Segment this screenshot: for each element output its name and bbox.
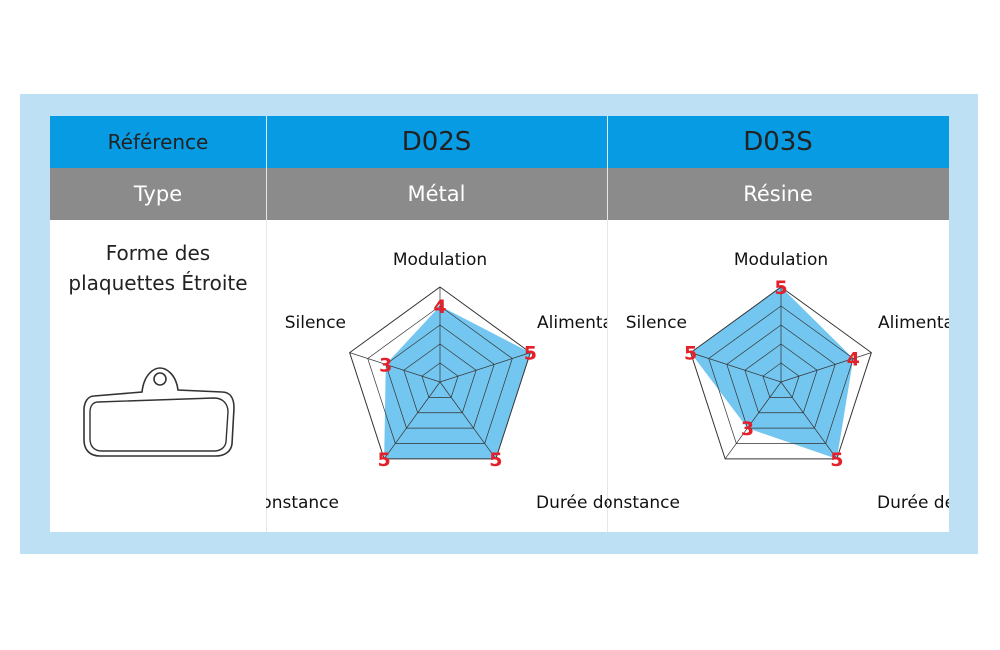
radar-grid-ring (367, 305, 513, 444)
pad-shape-label-line2: plaquettes Étroite (68, 271, 248, 295)
pad-shape-label-line1: Forme des (105, 241, 211, 265)
model-d03s-header: D03S (607, 116, 949, 168)
radar-spoke (439, 381, 497, 460)
column-divider (266, 116, 267, 532)
comparison-table: Référence D02S D03S Type Métal Résine Fo… (50, 116, 949, 532)
axis-label: Constance (607, 493, 680, 513)
radar-spoke (383, 381, 441, 460)
axis-label: Durée de vie (877, 493, 949, 513)
radar-spoke (439, 352, 531, 383)
radar-area-d03s (690, 287, 854, 459)
radar-area-d02s (384, 306, 531, 459)
radar-chart-d03s: ModulationAlimentationDurée de vie Consta… (607, 250, 949, 513)
axis-label: Alimentation (537, 313, 607, 333)
axis-label: Alimentation (878, 313, 949, 333)
value-label: 5 (489, 449, 502, 471)
axis-label: Silence (626, 313, 687, 333)
radar-spoke (349, 352, 441, 383)
radar-spoke (690, 352, 782, 383)
model-d02s-header: D02S (266, 116, 607, 168)
value-label: 3 (741, 418, 754, 440)
column-divider (607, 116, 608, 532)
radar-grid-ring (385, 324, 495, 429)
value-label: 4 (433, 296, 446, 318)
type-header: Type (50, 168, 266, 220)
value-label: 5 (684, 343, 697, 365)
radar-spoke (724, 381, 782, 460)
pad-shape-label: Forme des plaquettes Étroite (50, 238, 266, 298)
radar-grid-ring (744, 343, 818, 414)
axis-label: Modulation (393, 250, 487, 270)
axis-label: Durée de vie (536, 493, 607, 513)
radar-grid-ring (762, 362, 800, 398)
radar-chart-d02s: ModulationAlimentationDurée de vie Consta… (266, 250, 607, 513)
brake-pad-outline-icon (83, 367, 235, 457)
radar-spoke (780, 352, 872, 383)
value-label: 4 (847, 349, 860, 371)
axis-label: Constance (266, 493, 339, 513)
value-label: 5 (774, 277, 787, 299)
radar-grid-ring (690, 286, 872, 460)
radar-grid-ring (349, 286, 531, 460)
radar-spoke (780, 381, 838, 460)
value-label: 5 (524, 343, 537, 365)
axis-label: Silence (285, 313, 346, 333)
radar-grid-ring (403, 343, 477, 414)
value-label: 5 (830, 449, 843, 471)
radar-grid-ring (421, 362, 459, 398)
axis-label: Modulation (734, 250, 828, 270)
value-label: 3 (379, 354, 392, 376)
radar-grid-ring (726, 324, 836, 429)
type-d02s: Métal (266, 168, 607, 220)
type-d03s: Résine (607, 168, 949, 220)
value-label: 5 (378, 449, 391, 471)
reference-header: Référence (50, 116, 266, 168)
radar-grid-ring (708, 305, 854, 444)
